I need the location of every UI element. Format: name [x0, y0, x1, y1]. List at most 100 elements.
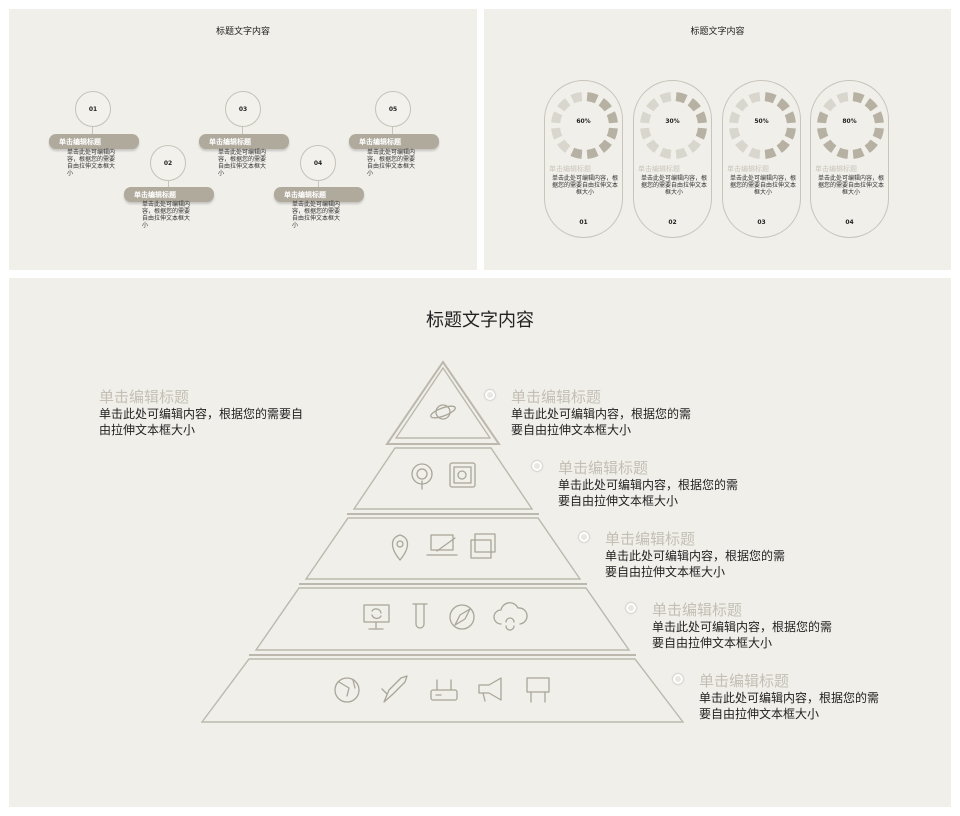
progress-card[interactable]: 60% 单击编辑标题 单击此处可编辑内容，根据您的需要自由拉伸文本框大小 01	[544, 80, 623, 238]
level-text-block[interactable]: 单击编辑标题 单击此处可编辑内容，根据您的需要自由拉伸文本框大小	[511, 388, 701, 438]
step-title-bar[interactable]: 单击编辑标题	[124, 187, 214, 202]
ring-segment-empty	[687, 139, 701, 153]
left-title[interactable]: 单击编辑标题	[99, 388, 190, 406]
level-text-block[interactable]: 单击编辑标题 单击此处可编辑内容，根据您的需要自由拉伸文本框大小	[652, 601, 842, 651]
level-title[interactable]: 单击编辑标题	[699, 672, 790, 690]
pyramid-level-1[interactable]	[394, 366, 492, 439]
step-title-bar[interactable]: 单击编辑标题	[199, 134, 289, 149]
level-text-block[interactable]: 单击编辑标题 单击此处可编辑内容，根据您的需要自由拉伸文本框大小	[558, 459, 748, 509]
ring-segment-filled	[776, 98, 790, 112]
step-text[interactable]: 单击此处可编辑内容，根据您的需要自由拉伸文本框大小	[142, 201, 191, 229]
laptop-edit-icon	[426, 534, 458, 556]
level-text[interactable]: 单击此处可编辑内容，根据您的需要自由拉伸文本框大小	[558, 478, 739, 508]
ring-segment-filled	[817, 127, 829, 140]
ring-segment-filled	[776, 139, 790, 153]
card-text[interactable]: 单击此处可编辑内容，根据您的需要自由拉伸文本框大小	[551, 175, 618, 196]
ring-segment-empty	[640, 127, 652, 140]
step-number-circle: 05	[375, 91, 411, 127]
progress-ring	[817, 92, 884, 159]
level-bullet	[673, 674, 683, 684]
ring-segment-filled	[836, 147, 849, 159]
card-text[interactable]: 单击此处可编辑内容，根据您的需要自由拉伸文本框大小	[817, 175, 884, 196]
level-text[interactable]: 单击此处可编辑内容，根据您的需要自由拉伸文本框大小	[511, 407, 692, 437]
level-title[interactable]: 单击编辑标题	[511, 388, 602, 406]
ring-segment-filled	[872, 111, 884, 124]
card-title[interactable]: 单击编辑标题	[549, 165, 591, 173]
level-bullet	[626, 603, 636, 613]
step-number-circle: 02	[150, 145, 186, 181]
level-text[interactable]: 单击此处可编辑内容，根据您的需要自由拉伸文本框大小	[699, 691, 880, 721]
step-number-circle: 04	[300, 145, 336, 181]
step-text[interactable]: 单击此处可编辑内容，根据您的需要自由拉伸文本框大小	[292, 201, 341, 229]
billboard-icon	[526, 677, 550, 703]
megaphone-icon	[478, 677, 502, 702]
podcast-icon	[411, 463, 433, 490]
ring-segment-filled	[695, 127, 707, 140]
card-text[interactable]: 单击此处可编辑内容，根据您的需要自由拉伸文本框大小	[729, 175, 796, 196]
slide-title: 标题文字内容	[690, 27, 745, 37]
slide-progress-cards: 标题文字内容 60% 单击编辑标题 单击此处可编辑内容，根据您的需要自由拉伸文本…	[484, 9, 951, 270]
progress-card[interactable]: 80% 单击编辑标题 单击此处可编辑内容，根据您的需要自由拉伸文本框大小 04	[810, 80, 889, 238]
ring-segment-filled	[695, 111, 707, 124]
router-icon	[430, 679, 458, 701]
pyramid-level-4[interactable]	[254, 587, 631, 651]
ring-segment-filled	[764, 92, 777, 104]
level-title[interactable]: 单击编辑标题	[605, 530, 696, 548]
ring-segment-empty	[640, 111, 652, 124]
compass-icon	[449, 604, 475, 630]
card-title[interactable]: 单击编辑标题	[638, 165, 680, 173]
pyramid-level-5[interactable]	[200, 658, 685, 723]
level-text-block[interactable]: 单击编辑标题 单击此处可编辑内容，根据您的需要自由拉伸文本框大小	[699, 672, 889, 722]
level-bullet	[485, 390, 495, 400]
card-text[interactable]: 单击此处可编辑内容，根据您的需要自由拉伸文本框大小	[640, 175, 707, 196]
level-bullet	[532, 461, 542, 471]
ring-segment-filled	[606, 111, 618, 124]
card-number: 03	[757, 219, 766, 226]
step-title-bar[interactable]: 单击编辑标题	[349, 134, 439, 149]
slide-pyramid: 标题文字内容 单击编辑标题 单击此处可编辑内容，根据您的需要自由拉伸文本框大小	[9, 278, 951, 807]
ring-segment-filled	[598, 139, 612, 153]
slide-title: 标题文字内容	[215, 27, 270, 37]
card-title[interactable]: 单击编辑标题	[727, 165, 769, 173]
ring-segment-filled	[852, 147, 865, 159]
ring-segment-empty	[557, 139, 571, 153]
left-text[interactable]: 单击此处可编辑内容，根据您的需要自由拉伸文本框大小	[99, 407, 304, 437]
ring-segment-empty	[557, 98, 571, 112]
ring-segment-empty	[729, 111, 741, 124]
left-text-block[interactable]: 单击编辑标题 单击此处可编辑内容，根据您的需要自由拉伸文本框大小	[99, 388, 309, 438]
progress-percent: 30%	[665, 118, 680, 125]
ring-segment-filled	[586, 147, 599, 159]
step-text[interactable]: 单击此处可编辑内容，根据您的需要自由拉伸文本框大小	[67, 149, 116, 177]
progress-card[interactable]: 30% 单击编辑标题 单击此处可编辑内容，根据您的需要自由拉伸文本框大小 02	[633, 80, 712, 238]
progress-card[interactable]: 50% 单击编辑标题 单击此处可编辑内容，根据您的需要自由拉伸文本框大小 03	[722, 80, 801, 238]
ring-segment-empty	[729, 127, 741, 140]
pyramid-level-3[interactable]	[304, 517, 582, 580]
planet-icon	[430, 404, 456, 420]
card-title[interactable]: 单击编辑标题	[815, 165, 857, 173]
level-text-block[interactable]: 单击编辑标题 单击此处可编辑内容，根据您的需要自由拉伸文本框大小	[605, 530, 795, 580]
pyramid-level-2[interactable]	[352, 447, 534, 510]
step-title-bar[interactable]: 单击编辑标题	[274, 187, 364, 202]
monitor-sync-icon	[363, 604, 390, 630]
level-title[interactable]: 单击编辑标题	[652, 601, 743, 619]
card-number: 02	[668, 219, 677, 226]
card-number: 04	[845, 219, 854, 226]
ring-segment-empty	[748, 92, 761, 104]
step-text[interactable]: 单击此处可编辑内容，根据您的需要自由拉伸文本框大小	[218, 149, 267, 177]
step-title-bar[interactable]: 单击编辑标题	[49, 134, 139, 149]
slide-timeline: 标题文字内容 01 单击编辑标题 单击此处可编辑内容，根据您的需要自由拉伸文本框…	[9, 9, 477, 270]
ring-segment-filled	[864, 139, 878, 153]
ring-segment-empty	[646, 139, 660, 153]
pyramid	[200, 360, 685, 723]
level-text[interactable]: 单击此处可编辑内容，根据您的需要自由拉伸文本框大小	[605, 549, 786, 579]
ring-segment-empty	[675, 147, 688, 159]
progress-ring	[640, 92, 707, 159]
card-number: 01	[579, 219, 588, 226]
ring-segment-empty	[551, 127, 563, 140]
ring-segment-empty	[836, 92, 849, 104]
level-text[interactable]: 单击此处可编辑内容，根据您的需要自由拉伸文本框大小	[652, 620, 833, 650]
step-text[interactable]: 单击此处可编辑内容，根据您的需要自由拉伸文本框大小	[367, 149, 416, 177]
level-title[interactable]: 单击编辑标题	[558, 459, 649, 477]
step-number-circle: 03	[225, 91, 261, 127]
ring-segment-filled	[864, 98, 878, 112]
